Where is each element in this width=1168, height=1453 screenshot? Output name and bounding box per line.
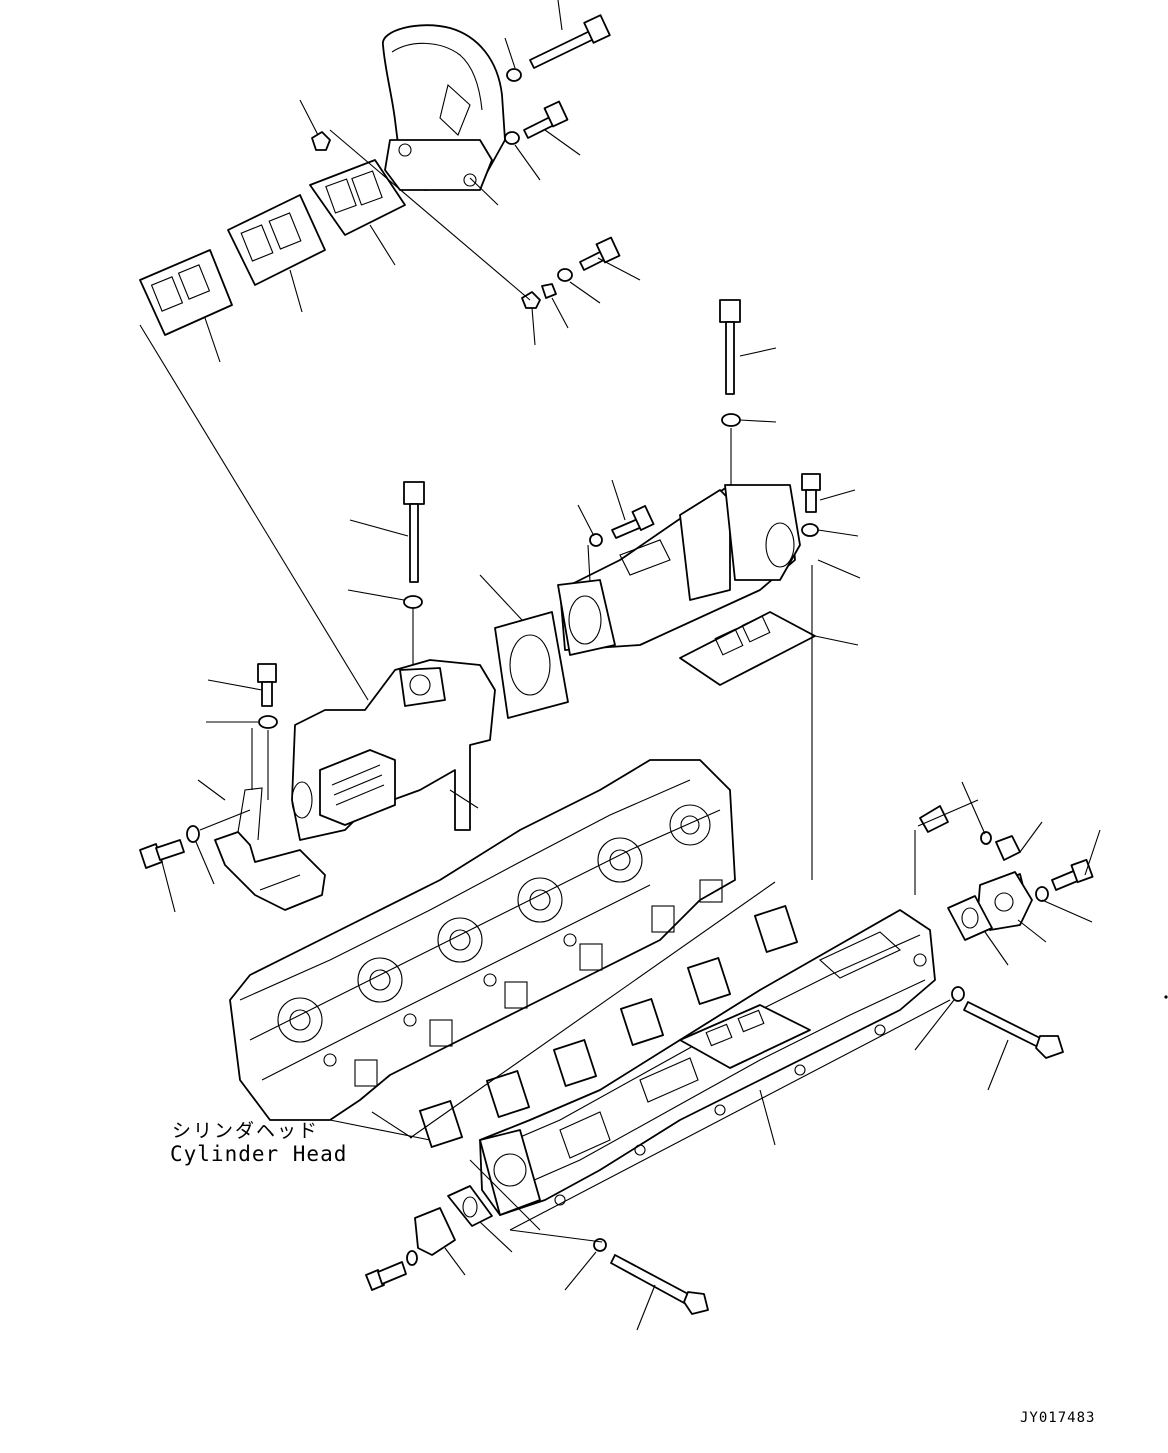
manifold-center-gasket bbox=[494, 611, 569, 719]
cylinder-head-label-en: Cylinder Head bbox=[170, 1142, 347, 1166]
washer-7 bbox=[403, 595, 423, 609]
drawing-code: JY017483 bbox=[1020, 1410, 1095, 1426]
leader-lines-right bbox=[914, 781, 1101, 966]
plug-bolt-upper bbox=[995, 835, 1021, 861]
elbow-gasket-right bbox=[309, 159, 406, 236]
bolt-right-side bbox=[1051, 858, 1094, 891]
exhaust-elbow bbox=[382, 24, 506, 191]
washer-5 bbox=[801, 523, 819, 537]
main-exhaust-manifold bbox=[479, 909, 936, 1216]
washer-4 bbox=[721, 413, 741, 427]
cylinder-head-label-jp: シリンダヘッド bbox=[172, 1120, 319, 1142]
margin-dot bbox=[1164, 995, 1168, 999]
elbow-spacer-middle bbox=[227, 194, 326, 286]
bolt-top-long bbox=[529, 14, 611, 69]
bolt-small-right bbox=[801, 473, 821, 513]
nut-1 bbox=[311, 131, 331, 151]
bolt-top-short bbox=[523, 100, 569, 139]
washer-8 bbox=[258, 715, 278, 729]
leader-lines-mid-right bbox=[577, 479, 861, 880]
manifold-rear-section bbox=[557, 484, 801, 656]
washer-9 bbox=[186, 825, 200, 843]
bolt-vertical-right bbox=[719, 299, 741, 395]
washer-12 bbox=[951, 986, 965, 1002]
port-gaskets bbox=[371, 881, 798, 1148]
bolt-short-bottom bbox=[365, 1261, 407, 1291]
washer-6 bbox=[589, 533, 603, 547]
leader-lines-top bbox=[139, 0, 641, 701]
washer-11 bbox=[1035, 886, 1049, 902]
washer-13 bbox=[593, 1238, 607, 1252]
washer-10 bbox=[980, 831, 992, 845]
washer-1 bbox=[506, 68, 522, 82]
washer-3 bbox=[557, 268, 573, 282]
bolt-angled-mid bbox=[611, 505, 655, 539]
front-cover-plate bbox=[414, 1207, 456, 1256]
nut-2 bbox=[521, 291, 541, 309]
assembly-reference-lines bbox=[251, 728, 541, 1231]
front-gasket bbox=[447, 1185, 493, 1227]
bolt-long-bottom bbox=[610, 1254, 709, 1315]
manifold-front-section bbox=[291, 659, 496, 841]
flange-gasket bbox=[947, 895, 993, 941]
bolt-vertical-left bbox=[403, 481, 425, 583]
bolt-left-upper bbox=[257, 663, 277, 707]
bolt-long-lower-right bbox=[963, 1001, 1064, 1059]
cylinder-head-block bbox=[229, 759, 736, 1121]
bolt-left-lower bbox=[139, 839, 185, 869]
manifold-rear-gasket bbox=[679, 611, 816, 686]
washer-14 bbox=[406, 1250, 418, 1266]
washer-2 bbox=[504, 131, 520, 145]
bolt-mid-short bbox=[579, 236, 621, 271]
support-bracket bbox=[214, 787, 326, 911]
lockwasher-1 bbox=[541, 283, 557, 299]
elbow-gasket-left bbox=[139, 249, 233, 336]
